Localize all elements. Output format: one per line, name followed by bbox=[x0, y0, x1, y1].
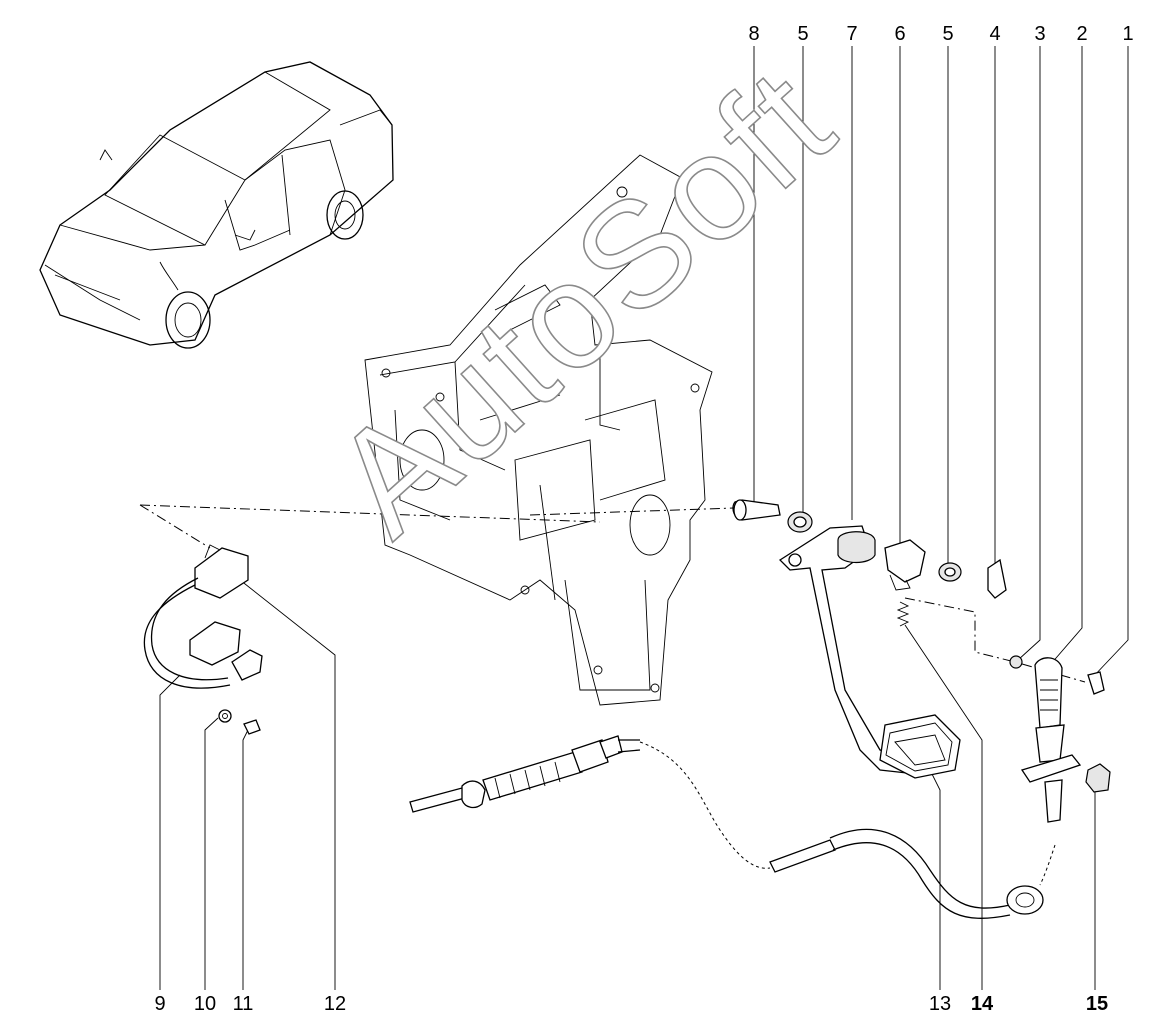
callout-5-bushing-2: 5 bbox=[942, 23, 954, 45]
callout-14: 14 bbox=[970, 993, 994, 1015]
clutch-cable-drawing bbox=[409, 735, 1111, 919]
callout-5-bushing: 5 bbox=[797, 23, 809, 45]
pedal-sensor-drawing bbox=[1020, 657, 1082, 823]
callout-7: 7 bbox=[846, 23, 858, 45]
callout-1: 1 bbox=[1122, 23, 1134, 45]
leader-lines bbox=[159, 46, 1129, 990]
pedal-bracket-drawing bbox=[364, 154, 713, 706]
clutch-pedal-drawing bbox=[778, 525, 961, 779]
pedal-axis-parts bbox=[732, 499, 1105, 695]
callout-3: 3 bbox=[1034, 23, 1046, 45]
callout-8: 8 bbox=[748, 23, 760, 45]
callout-13: 13 bbox=[928, 993, 952, 1015]
callout-4: 4 bbox=[989, 23, 1001, 45]
brake-light-sensor-drawing bbox=[143, 544, 263, 735]
car-illustration bbox=[39, 61, 394, 349]
callout-11: 11 bbox=[232, 993, 254, 1015]
callout-10: 10 bbox=[193, 993, 217, 1015]
callout-15: 15 bbox=[1085, 993, 1109, 1015]
assembly-lines bbox=[139, 504, 1086, 886]
callout-6: 6 bbox=[894, 23, 906, 45]
callout-12: 12 bbox=[323, 993, 347, 1015]
callout-9: 9 bbox=[154, 993, 166, 1015]
callout-2: 2 bbox=[1076, 23, 1088, 45]
